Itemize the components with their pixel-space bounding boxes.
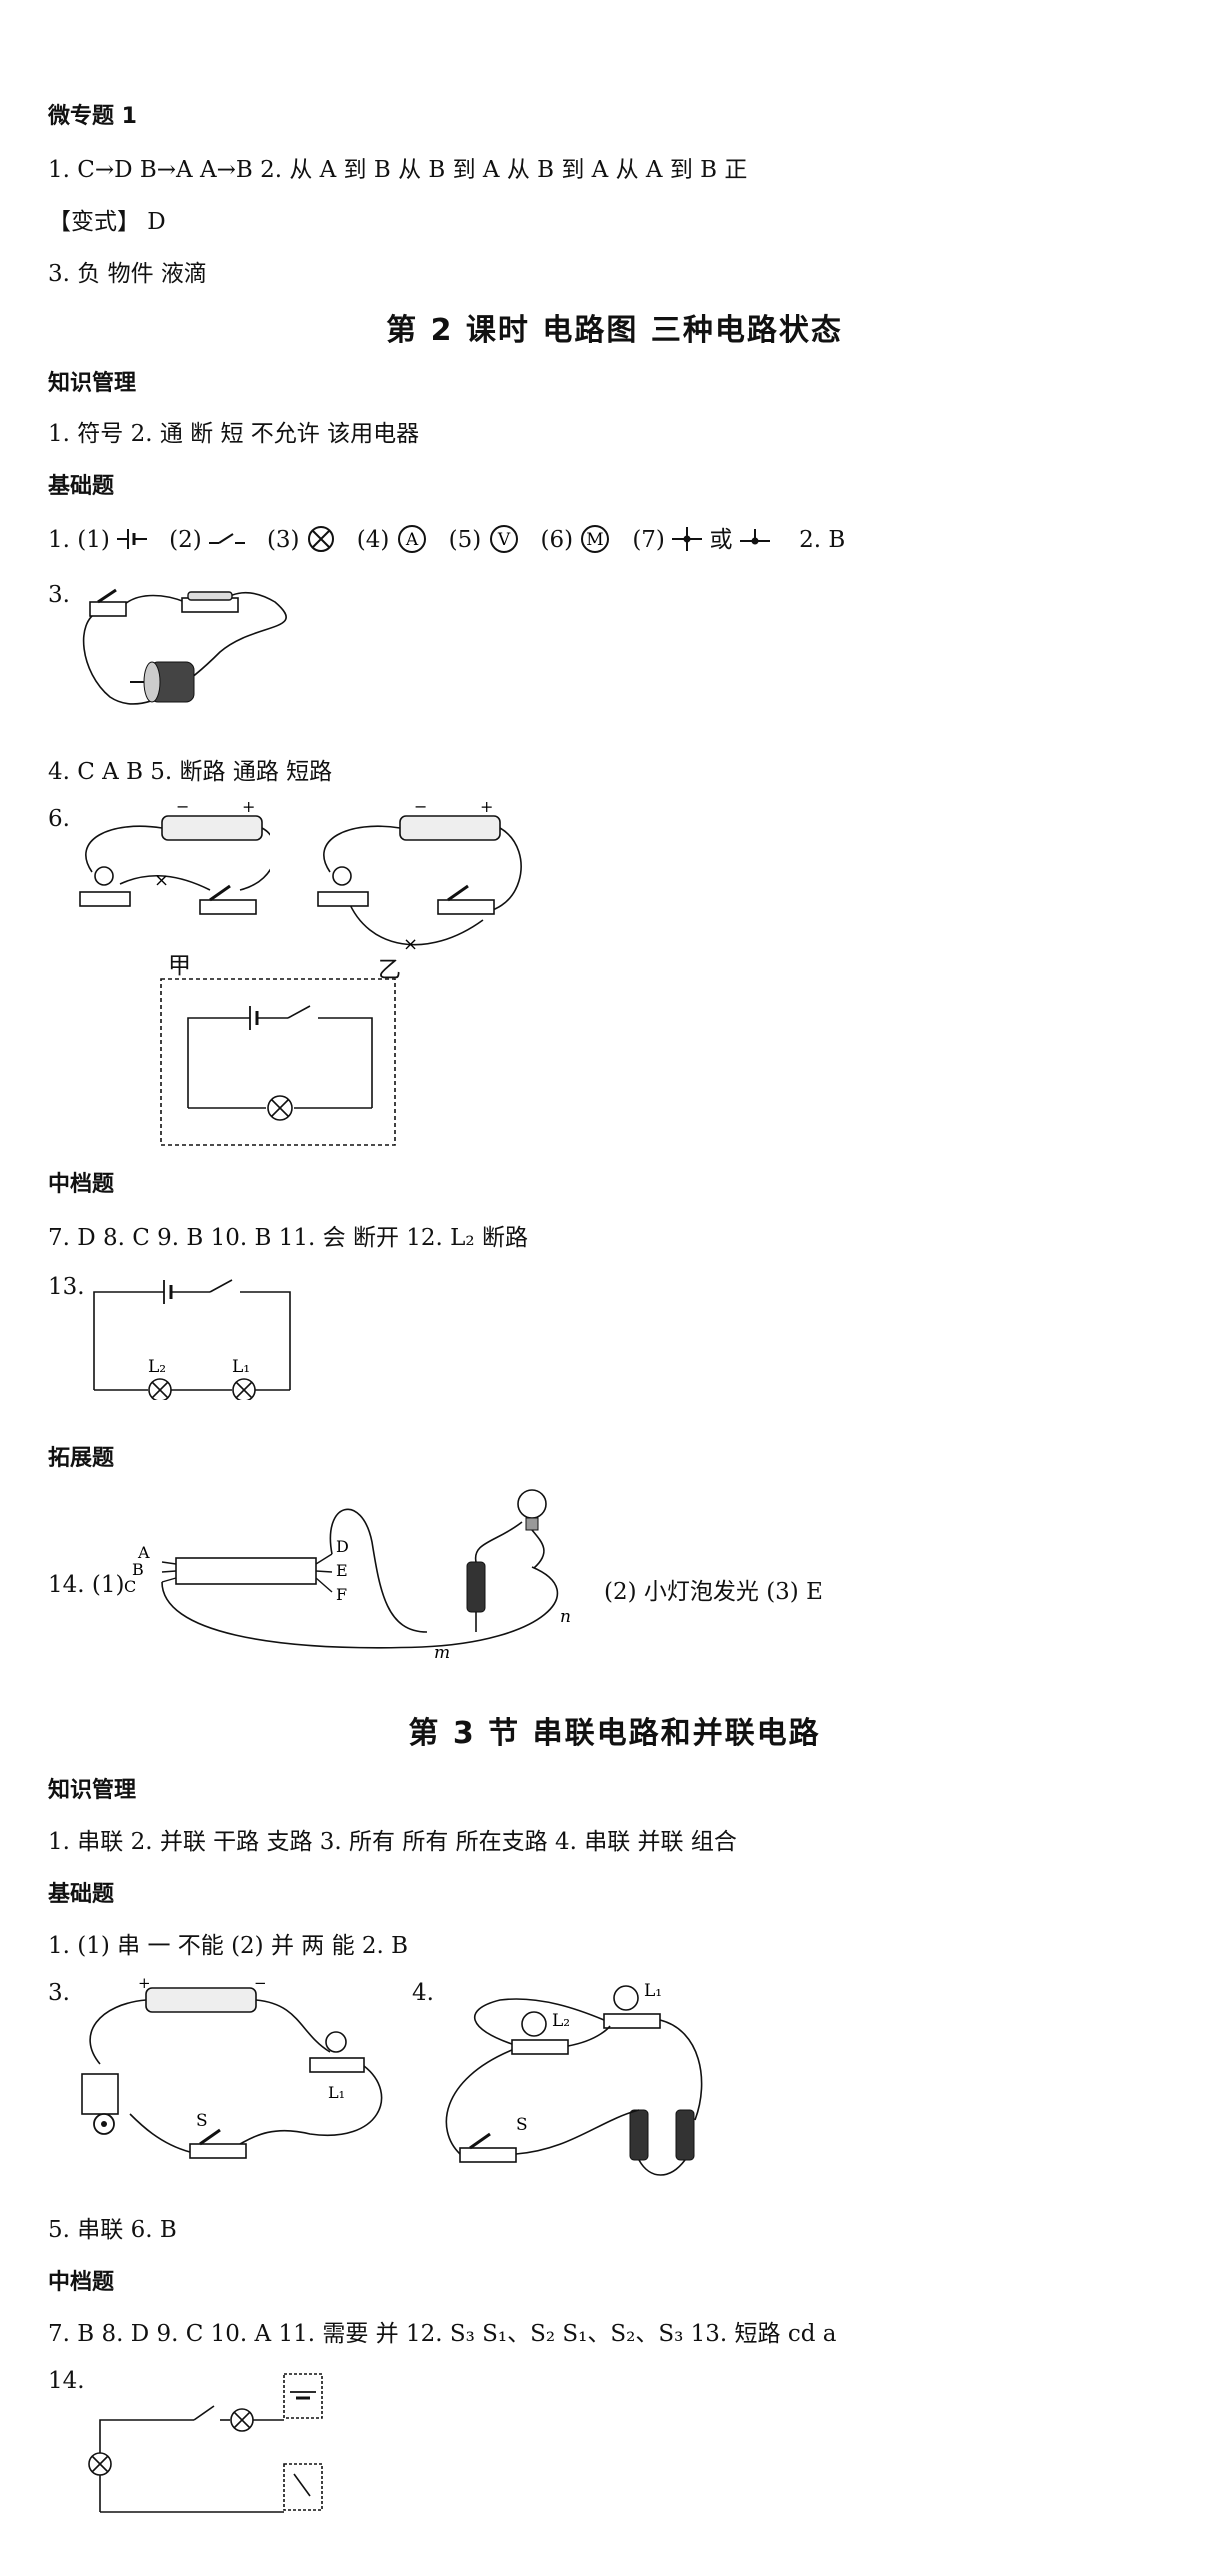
lamp-label: L₁	[644, 1981, 662, 2001]
circuit-figure-series: + − S L₁	[70, 1974, 400, 2174]
polarity-mark: +	[242, 800, 255, 816]
section-heading: 拓展题	[48, 1446, 115, 1471]
circuit-figure-yi: − + ×	[308, 800, 528, 970]
section-heading: 中档题	[48, 2270, 115, 2295]
answer-text: (3)	[266, 527, 300, 553]
answer-text: (6)	[540, 527, 574, 553]
junction-tee-symbol-icon	[739, 529, 770, 545]
motor-symbol-icon: M	[581, 525, 610, 553]
answer-line: 1. (1) 串 一 不能 (2) 并 两 能 2. B	[48, 1933, 409, 1959]
circuit-figure-q14: A B C D E F m n	[122, 1482, 592, 1672]
section-heading-micro: 微专题 1	[48, 104, 137, 129]
answer-line: 3. 负 物件 液滴	[48, 261, 207, 287]
lamp-label: L₁	[328, 2083, 345, 2102]
answer-line: 【变式】 D	[48, 209, 166, 235]
circuit-figure-q3	[70, 582, 310, 722]
question-number: 3.	[48, 582, 70, 608]
polarity-mark: −	[414, 800, 427, 816]
section-heading: 中档题	[48, 1172, 115, 1197]
answer-text: 1. (1)	[48, 527, 110, 553]
answer-line: 7. B 8. D 9. C 10. A 11. 需要 并 12. S₃ S₁、…	[48, 2321, 837, 2347]
wire-label: D	[336, 1537, 349, 1556]
answer-line: 5. 串联 6. B	[48, 2217, 177, 2243]
section-title: 第 3 节 串联电路和并联电路	[408, 1716, 821, 1751]
wire-label: F	[336, 1585, 347, 1604]
symbols-line: 1. (1) (2) (3) (4) A (5) V (6) M (7) 或 2…	[48, 520, 1189, 560]
question-number: 4.	[412, 1980, 434, 2006]
figure-label-yi: 乙	[378, 957, 401, 983]
section-heading: 知识管理	[48, 371, 137, 396]
lamp-label: L₂	[552, 2011, 570, 2031]
lamp-label-l1: L₁	[232, 1357, 250, 1377]
polarity-mark: −	[176, 800, 189, 816]
wire-label: m	[434, 1643, 450, 1663]
answer-text: 或	[709, 527, 733, 553]
symbol-letter: M	[587, 530, 604, 550]
answer-line: 1. 串联 2. 并联 干路 支路 3. 所有 所有 所在支路 4. 串联 并联…	[48, 1829, 737, 1855]
answer-line: 1. C→D B→A A→B 2. 从 A 到 B 从 B 到 A 从 B 到 …	[48, 157, 748, 183]
symbol-letter: V	[496, 530, 510, 550]
question-number: 6.	[48, 806, 70, 832]
break-mark: ×	[403, 934, 418, 955]
lamp-symbol-icon	[307, 526, 334, 552]
voltmeter-symbol-icon: V	[489, 525, 518, 553]
circuit-diagram-q13: L₂ L₁	[80, 1270, 300, 1400]
question-number: 14.	[48, 2368, 85, 2394]
figure-label-jia: 甲	[168, 953, 191, 979]
question-number: 13.	[48, 1274, 85, 1300]
symbol-letter: A	[405, 530, 419, 550]
answer-line: 7. D 8. C 9. B 10. B 11. 会 断开 12. L₂ 断路	[48, 1225, 528, 1251]
circuit-figure-jia: − + ×	[70, 800, 270, 930]
circuit-diagram-q6-answer	[160, 978, 396, 1148]
answer-line: (2) 小灯泡发光 (3) E	[604, 1579, 823, 1605]
wire-label: C	[124, 1577, 136, 1596]
section-heading: 基础题	[48, 474, 115, 499]
question-number: 14. (1)	[48, 1572, 125, 1598]
lesson-title: 第 2 课时 电路图 三种电路状态	[386, 313, 843, 348]
answer-text: (4)	[356, 527, 390, 553]
wire-label: n	[560, 1607, 571, 1627]
answer-text: 2. B	[799, 527, 846, 553]
question-number: 3.	[48, 1980, 70, 2006]
junction-symbol-icon	[672, 527, 703, 551]
section-heading: 知识管理	[48, 1778, 137, 1803]
switch-label: S	[516, 2115, 528, 2135]
polarity-mark: −	[254, 1974, 267, 1992]
section-heading: 基础题	[48, 1882, 115, 1907]
switch-label: S	[196, 2111, 208, 2131]
answer-line: 4. C A B 5. 断路 通路 短路	[48, 759, 333, 785]
wire-label: E	[336, 1561, 348, 1580]
wire-label: B	[132, 1560, 144, 1579]
polarity-mark: +	[480, 800, 493, 816]
polarity-mark: +	[138, 1974, 151, 1992]
battery-symbol-icon	[117, 529, 148, 549]
lamp-label-l2: L₂	[148, 1357, 166, 1377]
switch-symbol-icon	[209, 533, 245, 544]
circuit-diagram-q14	[84, 2364, 344, 2524]
answer-text: (7)	[632, 527, 665, 553]
ammeter-symbol-icon: A	[397, 525, 426, 553]
answer-text: (5)	[448, 527, 482, 553]
answer-text: (2)	[169, 527, 202, 553]
wire-label: A	[137, 1543, 150, 1562]
answer-line: 1. 符号 2. 通 断 短 不允许 该用电器	[48, 421, 420, 447]
circuit-figure-parallel: S L₁ L₂	[440, 1970, 730, 2190]
break-mark: ×	[154, 870, 169, 891]
